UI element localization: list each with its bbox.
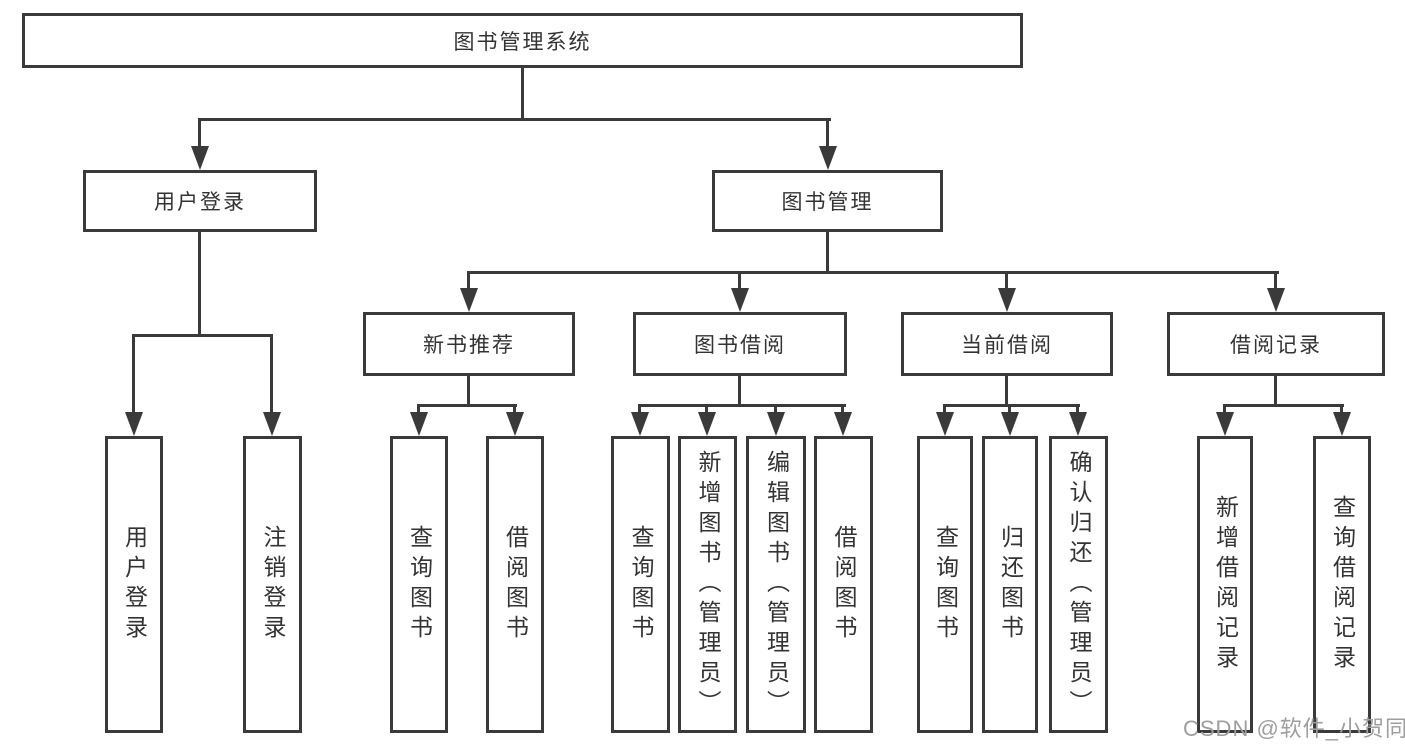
arrowhead-icon <box>819 146 837 170</box>
connector-line <box>198 118 831 121</box>
arrowhead-icon <box>834 412 852 436</box>
leaf-label: 新增借阅记录 <box>1212 494 1239 675</box>
connector-line <box>1223 404 1226 414</box>
connector-line <box>198 118 201 150</box>
watermark: CSDN @软件_小贺同学 <box>1183 716 1405 741</box>
connector-line <box>638 404 641 414</box>
connector-line <box>1274 376 1277 407</box>
leaf-label: 新增图书（管理员） <box>695 449 721 720</box>
leaf-logout: 注销登录 <box>243 436 302 733</box>
arrowhead-icon <box>767 412 785 436</box>
connector-line <box>417 404 517 407</box>
connector-line <box>521 68 524 120</box>
leaf-borrow-book: 借阅图书 <box>486 436 544 733</box>
arrowhead-icon <box>1267 288 1285 312</box>
connector-line <box>1008 404 1011 414</box>
node-borrow-records: 借阅记录 <box>1167 312 1385 376</box>
node-new-book-recommend: 新书推荐 <box>363 312 575 376</box>
connector-line <box>1005 376 1008 407</box>
node-root: 图书管理系统 <box>22 13 1023 68</box>
leaf-label: 查询图书 <box>932 524 959 645</box>
connector-line <box>198 232 201 336</box>
leaf-return-book: 归还图书 <box>982 436 1038 733</box>
connector-line <box>943 404 946 414</box>
arrowhead-icon <box>460 288 478 312</box>
connector-line <box>738 271 741 292</box>
leaf-add-book-admin: 新增图书（管理员） <box>678 436 737 733</box>
arrowhead-icon <box>1333 412 1351 436</box>
leaf-add-borrow-record: 新增借阅记录 <box>1197 436 1253 733</box>
arrowhead-icon <box>506 412 524 436</box>
arrowhead-icon <box>936 412 954 436</box>
connector-line <box>270 334 273 414</box>
leaf-label: 归还图书 <box>997 524 1024 645</box>
leaf-label: 借阅图书 <box>831 524 857 645</box>
connector-line <box>1223 404 1344 407</box>
connector-line <box>1076 404 1079 414</box>
connector-line <box>467 271 470 292</box>
leaf-query-borrow-record: 查询借阅记录 <box>1313 436 1371 733</box>
connector-line <box>638 404 846 407</box>
leaf-label: 查询图书 <box>628 524 654 645</box>
connector-line <box>1340 404 1343 414</box>
connector-line <box>132 334 135 414</box>
arrowhead-icon <box>698 412 716 436</box>
leaf-label: 注销登录 <box>260 524 286 645</box>
leaf-query-book: 查询图书 <box>611 436 670 733</box>
arrowhead-icon <box>410 412 428 436</box>
arrowhead-icon <box>191 146 209 170</box>
connector-line <box>1005 271 1008 292</box>
connector-line <box>738 376 741 407</box>
node-book-borrow: 图书借阅 <box>633 312 847 376</box>
connector-line <box>467 271 1279 274</box>
leaf-query-book: 查询图书 <box>917 436 973 733</box>
leaf-label: 查询图书 <box>406 524 433 645</box>
connector-line <box>132 334 273 337</box>
node-book-management: 图书管理 <box>712 170 943 232</box>
connector-line <box>943 404 1080 407</box>
arrowhead-icon <box>1001 412 1019 436</box>
leaf-label: 借阅图书 <box>502 524 529 645</box>
arrowhead-icon <box>631 412 649 436</box>
connector-line <box>826 232 829 274</box>
arrowhead-icon <box>731 288 749 312</box>
node-user-login: 用户登录 <box>83 170 317 232</box>
arrowhead-icon <box>125 412 143 436</box>
connector-line <box>774 404 777 414</box>
connector-line <box>1274 271 1277 292</box>
node-current-borrow: 当前借阅 <box>901 312 1113 376</box>
leaf-label: 编辑图书（管理员） <box>763 449 790 720</box>
connector-line <box>841 404 844 414</box>
leaf-label: 查询借阅记录 <box>1329 494 1356 675</box>
connector-line <box>705 404 708 414</box>
leaf-confirm-return-admin: 确认归还（管理员） <box>1049 436 1108 733</box>
leaf-query-book: 查询图书 <box>390 436 448 733</box>
leaf-borrow-book: 借阅图书 <box>814 436 873 733</box>
leaf-label: 用户登录 <box>121 524 148 645</box>
leaf-user-login: 用户登录 <box>105 436 163 733</box>
arrowhead-icon <box>1069 412 1087 436</box>
connector-line <box>826 118 829 150</box>
arrowhead-icon <box>263 412 281 436</box>
connector-line <box>417 404 420 414</box>
leaf-edit-book-admin: 编辑图书（管理员） <box>746 436 806 733</box>
arrowhead-icon <box>998 288 1016 312</box>
connector-line <box>513 404 516 414</box>
arrowhead-icon <box>1216 412 1234 436</box>
leaf-label: 确认归还（管理员） <box>1066 449 1092 720</box>
connector-line <box>467 376 470 407</box>
